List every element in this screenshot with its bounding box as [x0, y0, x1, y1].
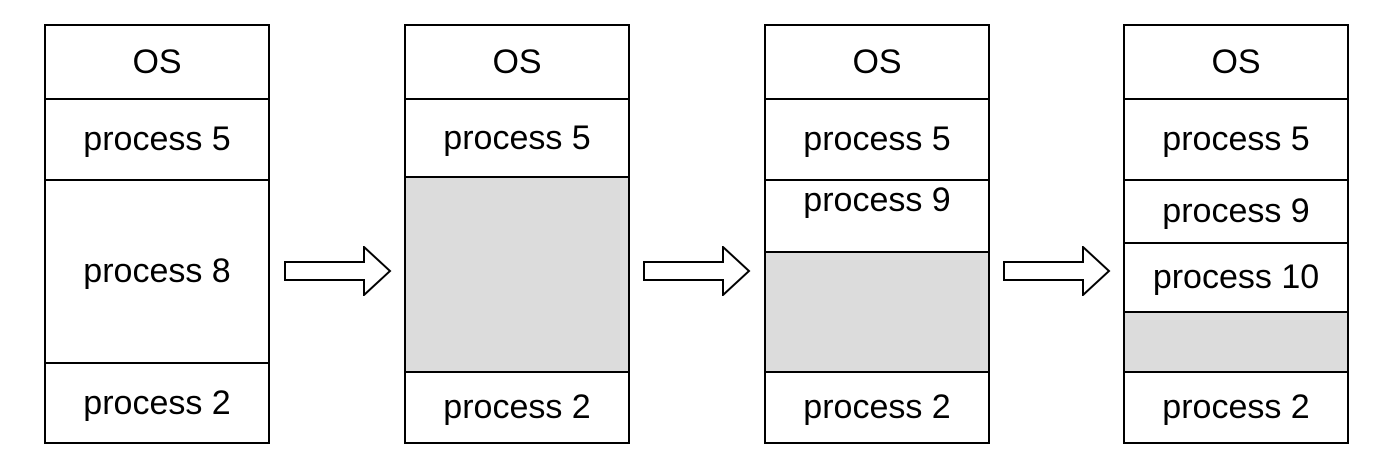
memory-block-free — [406, 176, 628, 371]
right-arrow-icon — [284, 246, 392, 296]
memory-column-2: OS process 5 process 2 — [404, 24, 630, 444]
memory-block-process-9: process 9 — [766, 179, 988, 251]
memory-block-free — [766, 251, 988, 371]
memory-block-os: OS — [492, 42, 542, 81]
memory-block-process-5: process 5 — [766, 98, 988, 179]
memory-block-process-2: process 2 — [766, 371, 988, 442]
memory-column-1: OS process 5 process 8 process 2 — [44, 24, 270, 444]
memory-block-os: OS — [852, 42, 902, 81]
memory-block-process-5: process 5 — [1125, 98, 1347, 179]
memory-block-process-8: process 8 — [46, 179, 268, 362]
memory-block-os: OS — [132, 42, 182, 81]
memory-block-process-2: process 2 — [1125, 371, 1347, 442]
right-arrow-icon — [1003, 246, 1111, 296]
memory-block-process-5: process 5 — [406, 98, 628, 176]
memory-block-free — [1125, 311, 1347, 371]
memory-block-process-2: process 2 — [46, 362, 268, 442]
memory-block-process-9: process 9 — [1125, 179, 1347, 242]
memory-block-os: OS — [1211, 42, 1261, 81]
memory-column-4: OS process 5 process 9 process 10 proces… — [1123, 24, 1349, 444]
right-arrow-icon — [643, 246, 751, 296]
memory-block-process-5: process 5 — [46, 98, 268, 179]
memory-block-process-10: process 10 — [1125, 242, 1347, 311]
memory-column-3: OS process 5 process 9 process 2 — [764, 24, 990, 444]
memory-block-process-2: process 2 — [406, 371, 628, 442]
